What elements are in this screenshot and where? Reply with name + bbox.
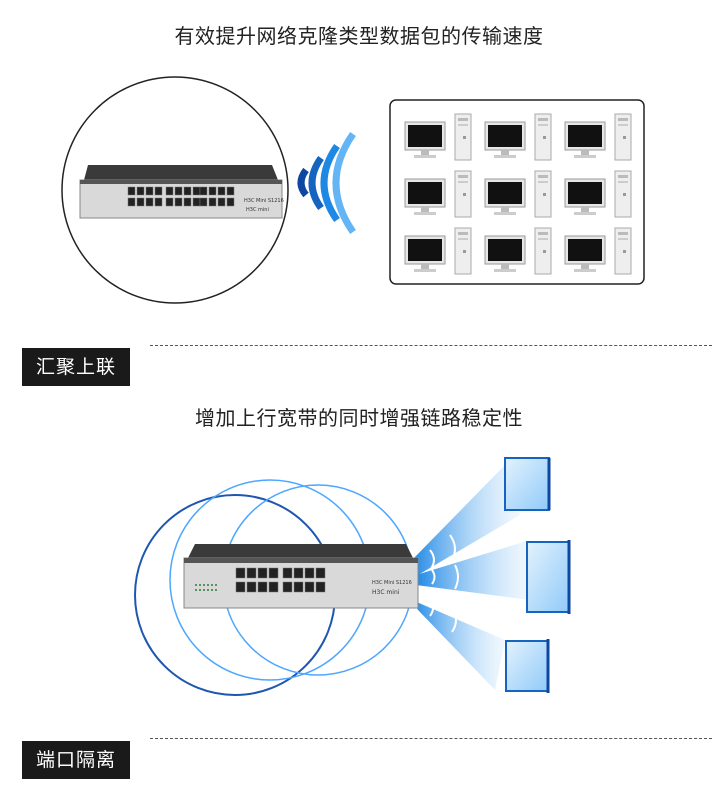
- switch-port: [208, 186, 217, 196]
- switch-port: [282, 581, 293, 593]
- switch-port: [136, 197, 145, 207]
- section1-caption: 有效提升网络克隆类型数据包的传输速度: [174, 24, 544, 48]
- switch-port: [304, 567, 315, 579]
- switch-large-brand-text: H3C mini: [372, 589, 400, 596]
- switch-port: [304, 581, 315, 593]
- aggregation-uplink-illustration: H3C Mini S1216 H3C mini: [61, 76, 645, 304]
- desktop-computer-icon: [564, 170, 632, 218]
- status-led: [207, 584, 209, 586]
- switch-port: [199, 197, 208, 207]
- switch-port: [226, 197, 235, 207]
- switch-port: [192, 186, 201, 196]
- switch-port: [226, 186, 235, 196]
- switch-port: [165, 197, 174, 207]
- switch-port: [127, 186, 136, 196]
- switch-port: [293, 567, 304, 579]
- desktop-computer-icon: [404, 170, 472, 218]
- switch-port: [257, 567, 268, 579]
- switch-port: [217, 186, 226, 196]
- switch-port: [145, 197, 154, 207]
- status-led: [199, 589, 201, 591]
- status-led: [215, 589, 217, 591]
- section2-divider: [150, 738, 712, 739]
- switch-port: [235, 567, 246, 579]
- switch-port: [217, 197, 226, 207]
- switch-port: [183, 186, 192, 196]
- switch-port: [282, 567, 293, 579]
- switch-port: [293, 581, 304, 593]
- switch-port: [154, 197, 163, 207]
- switch-port: [165, 186, 174, 196]
- switch-brand-text: H3C mini: [246, 207, 269, 213]
- section1-label: 汇聚上联: [22, 348, 131, 386]
- switch-port: [145, 186, 154, 196]
- switch-image-large: H3C Mini S1216 H3C mini: [183, 544, 419, 609]
- switch-port: [174, 197, 183, 207]
- desktop-computer-icon: [484, 227, 552, 275]
- desktop-computer-icon: [564, 113, 632, 161]
- status-led: [215, 584, 217, 586]
- section1-divider: [150, 345, 712, 346]
- switch-port: [183, 197, 192, 207]
- desktop-computer-icon: [484, 113, 552, 161]
- status-led: [207, 589, 209, 591]
- switch-port: [199, 186, 208, 196]
- laptop-bottom-icon: [505, 639, 550, 693]
- switch-port: [246, 567, 257, 579]
- laptop-top-icon: [504, 457, 551, 511]
- switch-port: [315, 581, 326, 593]
- port-isolation-illustration: H3C Mini S1216 H3C mini: [134, 457, 571, 696]
- switch-port: [268, 567, 279, 579]
- switch-port: [315, 567, 326, 579]
- switch-port: [235, 581, 246, 593]
- switch-image-small: H3C Mini S1216 H3C mini: [79, 165, 284, 219]
- switch-port: [154, 186, 163, 196]
- switch-large-model-text: H3C Mini S1216: [372, 580, 412, 586]
- section2-caption: 增加上行宽带的同时增强链路稳定性: [195, 406, 523, 430]
- wireless-signal-icon: [297, 132, 356, 234]
- status-led: [199, 584, 201, 586]
- status-led: [195, 584, 197, 586]
- status-led: [203, 584, 205, 586]
- status-led: [195, 589, 197, 591]
- desktop-computer-icon: [404, 227, 472, 275]
- signal-beams: [412, 465, 530, 690]
- switch-port: [268, 581, 279, 593]
- switch-port: [192, 197, 201, 207]
- desktop-computer-icon: [484, 170, 552, 218]
- status-led: [211, 584, 213, 586]
- switch-port: [127, 197, 136, 207]
- laptop-middle-icon: [526, 540, 571, 614]
- switch-port: [246, 581, 257, 593]
- desktop-computer-icon: [404, 113, 472, 161]
- status-led: [203, 589, 205, 591]
- section2-label: 端口隔离: [22, 741, 131, 779]
- switch-port: [174, 186, 183, 196]
- switch-model-text: H3C Mini S1216: [244, 198, 284, 204]
- desktop-computer-icon: [564, 227, 632, 275]
- switch-port: [257, 581, 268, 593]
- switch-port: [208, 197, 217, 207]
- switch-port: [136, 186, 145, 196]
- status-led: [211, 589, 213, 591]
